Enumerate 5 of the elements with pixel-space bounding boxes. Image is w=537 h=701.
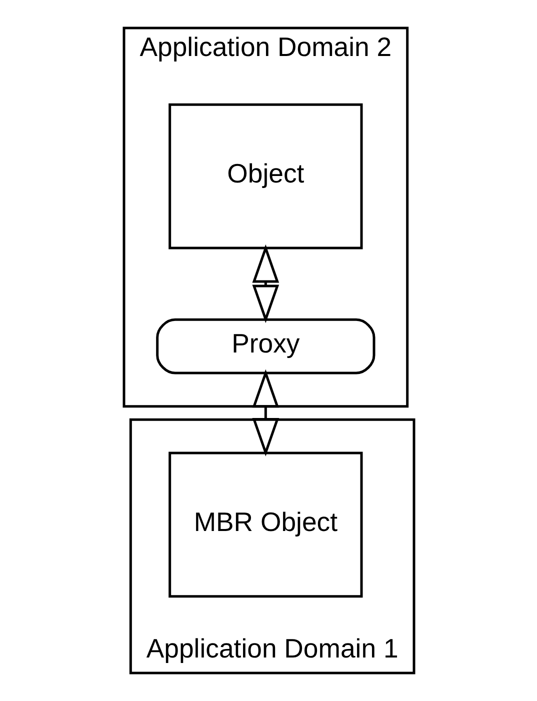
arrow [252, 369, 279, 456]
node-box: Object [168, 103, 362, 250]
arrow [252, 244, 279, 324]
node-box: Proxy [156, 318, 375, 374]
node-box: MBR Object [168, 452, 362, 598]
